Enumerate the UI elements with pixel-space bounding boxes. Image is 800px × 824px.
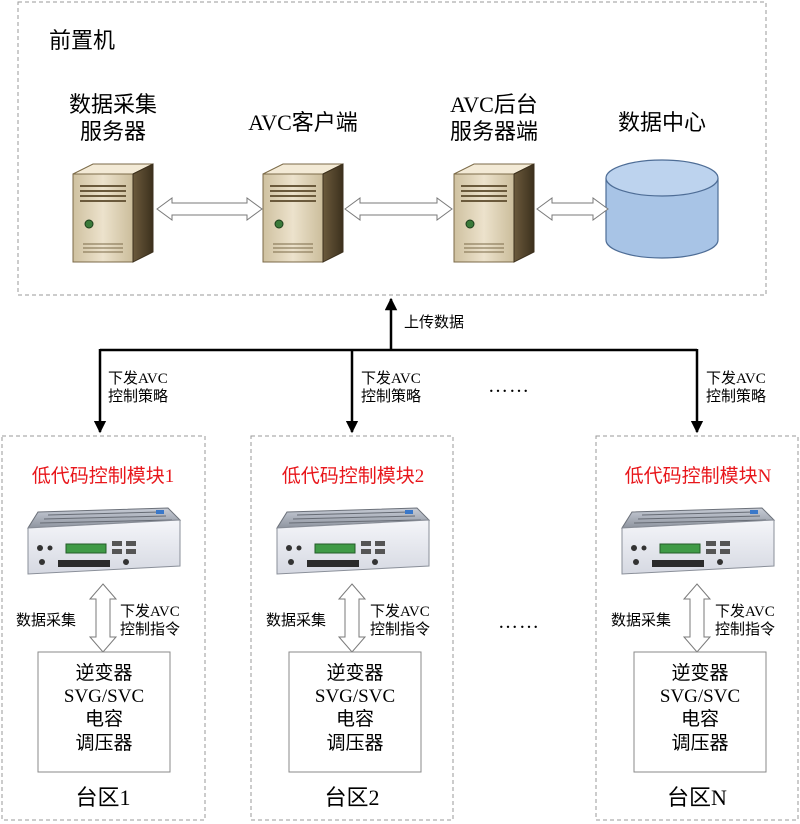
command-label-n: 下发AVC 控制指令 xyxy=(715,604,776,639)
command-label-1: 下发AVC 控制指令 xyxy=(120,604,181,639)
link-arrow-collector-client xyxy=(156,197,263,221)
module-device-link-arrow-n xyxy=(682,583,712,653)
area-name-2: 台区2 xyxy=(324,785,380,810)
upload-data-label: 上传数据 xyxy=(404,315,465,331)
device-list-n: 逆变器 SVG/SVC 电容 调压器 xyxy=(659,663,741,754)
avc-backend-label: AVC后台 服务器端 xyxy=(449,92,539,144)
link-arrow-client-backend xyxy=(344,197,453,221)
dispatch-strategy-label-1: 下发AVC 控制策略 xyxy=(108,371,169,406)
front-unit-boundary xyxy=(17,1,767,296)
collector-server-label: 数据采集 服务器 xyxy=(68,92,158,144)
area-n-boundary xyxy=(595,435,799,821)
server-icon xyxy=(453,163,535,263)
dispatch-strategy-label-2: 下发AVC 控制策略 xyxy=(361,371,422,406)
control-module-device-icon xyxy=(621,507,776,575)
data-collect-label-2: 数据采集 xyxy=(266,613,327,629)
area-name-1: 台区1 xyxy=(75,785,131,810)
front-unit-title: 前置机 xyxy=(49,28,116,53)
data-center-label: 数据中心 xyxy=(617,110,707,135)
command-label-2: 下发AVC 控制指令 xyxy=(370,604,431,639)
ellipsis-top: …… xyxy=(488,375,530,397)
module-title-1: 低代码控制模块1 xyxy=(31,466,175,487)
module-device-link-arrow-2 xyxy=(337,583,367,653)
device-list-1: 逆变器 SVG/SVC 电容 调压器 xyxy=(63,663,145,754)
server-icon xyxy=(262,163,344,263)
module-device-link-arrow-1 xyxy=(88,583,118,653)
device-box-n xyxy=(633,651,767,773)
data-collect-label-1: 数据采集 xyxy=(16,613,77,629)
ellipsis-bottom: …… xyxy=(498,611,540,633)
link-arrow-backend-datacenter xyxy=(536,197,609,221)
database-icon xyxy=(605,159,719,259)
avc-client-label: AVC客户端 xyxy=(248,110,358,135)
dispatch-strategy-label-n: 下发AVC 控制策略 xyxy=(706,371,767,406)
module-title-n: 低代码控制模块N xyxy=(624,466,772,487)
data-collect-label-n: 数据采集 xyxy=(611,613,672,629)
device-box-2 xyxy=(288,651,422,773)
area-2-boundary xyxy=(250,435,454,821)
control-module-device-icon xyxy=(27,507,182,575)
control-module-device-icon xyxy=(276,507,431,575)
device-box-1 xyxy=(37,651,171,773)
device-list-2: 逆变器 SVG/SVC 电容 调压器 xyxy=(314,663,396,754)
area-name-n: 台区N xyxy=(667,785,727,810)
server-icon xyxy=(72,163,154,263)
area-1-boundary xyxy=(1,435,206,821)
module-title-2: 低代码控制模块2 xyxy=(281,466,425,487)
